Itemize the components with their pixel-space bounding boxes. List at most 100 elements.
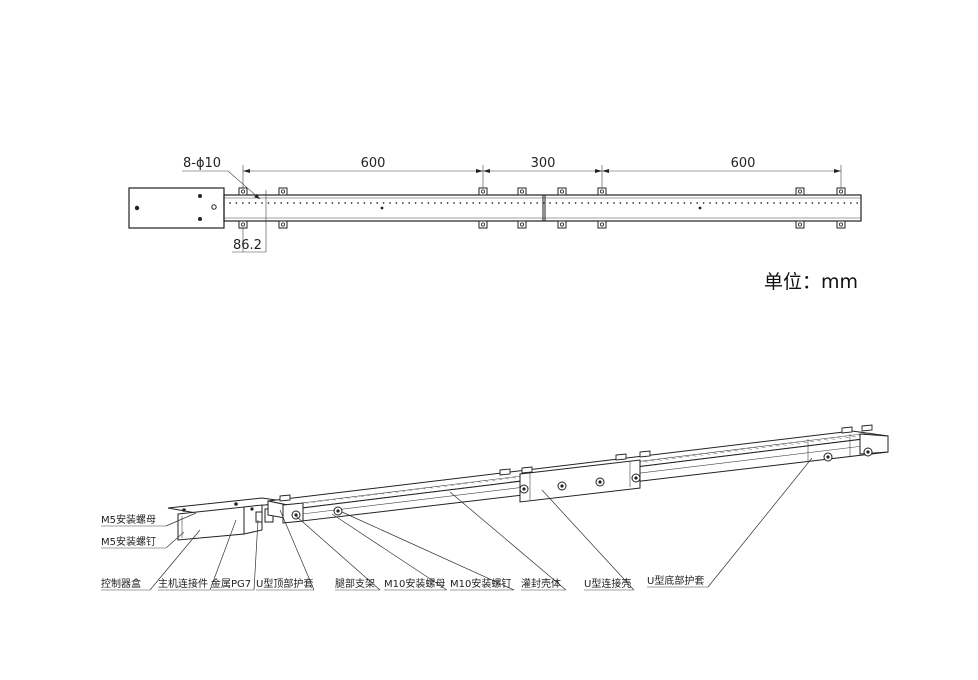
led-dot [830, 202, 833, 204]
led-dot [817, 202, 820, 204]
led-dot [632, 202, 635, 204]
bracket-hole [798, 222, 803, 227]
plate-hole [134, 205, 140, 211]
led-dot [600, 202, 603, 204]
led-dot [337, 202, 340, 204]
label-u-bottom-sheath: U型底部护套 [647, 574, 704, 587]
rail-tooth [713, 452, 718, 455]
led-dot [401, 202, 404, 204]
led-dot [805, 202, 807, 204]
led-dot [536, 202, 539, 204]
led-dot [305, 202, 308, 204]
rail-tooth [393, 491, 399, 493]
led-dot [798, 202, 801, 204]
rail-tooth [498, 478, 503, 481]
rail-tooth [733, 449, 738, 452]
led-dot [357, 202, 359, 204]
rail-tooth [650, 460, 655, 462]
iso-plate-screw [182, 508, 186, 512]
rail-tooth [380, 492, 385, 495]
led-dot [446, 202, 449, 204]
led-dot [478, 202, 481, 204]
rail-tooth [366, 494, 371, 497]
rail-tooth [844, 436, 849, 439]
led-dot [555, 202, 558, 204]
led-dot [728, 202, 731, 204]
led-dot [811, 202, 814, 204]
led-dot [286, 202, 289, 204]
led-dot [856, 202, 859, 204]
leader-line [165, 512, 197, 527]
label-potted-housing: 灌封壳体 [521, 577, 561, 590]
led-dot [318, 202, 321, 204]
iso-plate-screw [234, 502, 238, 506]
led-dot [619, 202, 622, 204]
led-dot [485, 202, 487, 204]
rail-tooth [387, 491, 392, 494]
led-dot [440, 202, 443, 204]
bracket-hole [839, 189, 844, 194]
rail-tooth [359, 495, 364, 497]
iso-pg7-gland [255, 511, 263, 523]
iso-view: M5安装螺母 M5安装螺钉 控制器盒 主机连接件 金属PG7 U型顶部护套 腿部… [101, 424, 889, 591]
iso-nut-core [522, 487, 526, 491]
led-dot [606, 202, 609, 204]
led-dot [523, 202, 526, 204]
rail-tooth [484, 480, 489, 482]
iso-nut-core [598, 480, 602, 484]
led-dot [421, 202, 423, 204]
bracket-hole [798, 189, 803, 194]
plate-hole [198, 217, 202, 221]
leader-line [253, 519, 259, 591]
led-dot [504, 202, 507, 204]
bracket-hole [480, 222, 485, 227]
led-dot [261, 202, 263, 204]
bracket-hole [520, 222, 525, 227]
leader-line [279, 509, 315, 591]
led-dot [581, 202, 583, 204]
rail-tooth [706, 453, 711, 455]
leader-line [165, 531, 185, 549]
rail-tooth [338, 497, 343, 500]
rail-tooth [692, 455, 697, 457]
led-dot [389, 202, 391, 204]
dim-arrow [595, 169, 602, 173]
iso-bracket-tab [499, 468, 511, 476]
iso-nut-core [294, 513, 298, 517]
led-dot [395, 202, 398, 204]
rail-tooth [796, 442, 801, 444]
led-dot [792, 202, 795, 204]
label-controller-box: 控制器盒 [101, 577, 141, 590]
rail-tooth [754, 447, 759, 449]
led-dot [273, 202, 276, 204]
bracket-hole [839, 222, 844, 227]
iso-nut-core [560, 484, 564, 488]
led-dot [293, 202, 295, 204]
leader-line [541, 489, 635, 591]
rail-led-dots [229, 202, 859, 204]
led-dot [683, 202, 686, 204]
top-view: 600 300 600 8-ϕ10 86.2 单位：mm [128, 156, 862, 293]
led-dot [670, 202, 673, 204]
rail-tooth [761, 446, 766, 449]
led-dot [561, 202, 564, 204]
iso-leg-brackets [279, 424, 873, 502]
bracket-hole [240, 189, 245, 194]
rail-tooth [400, 490, 406, 492]
label-host-connector: 主机连接件 [158, 577, 208, 590]
led-dot [568, 202, 571, 204]
dim-left-span: 600 [361, 156, 386, 171]
led-dot [331, 202, 334, 204]
bracket-hole [280, 222, 285, 227]
led-dot [344, 202, 347, 204]
rail-tooth [678, 456, 683, 459]
led-dot [593, 202, 596, 204]
bracket-row-bottom [238, 220, 846, 229]
rail-tooth [643, 460, 648, 463]
leader-line [341, 511, 515, 591]
led-dot [472, 202, 475, 204]
led-dot [325, 202, 327, 204]
bracket-hole [560, 222, 565, 227]
led-dot [248, 202, 251, 204]
leader-line [295, 515, 381, 591]
